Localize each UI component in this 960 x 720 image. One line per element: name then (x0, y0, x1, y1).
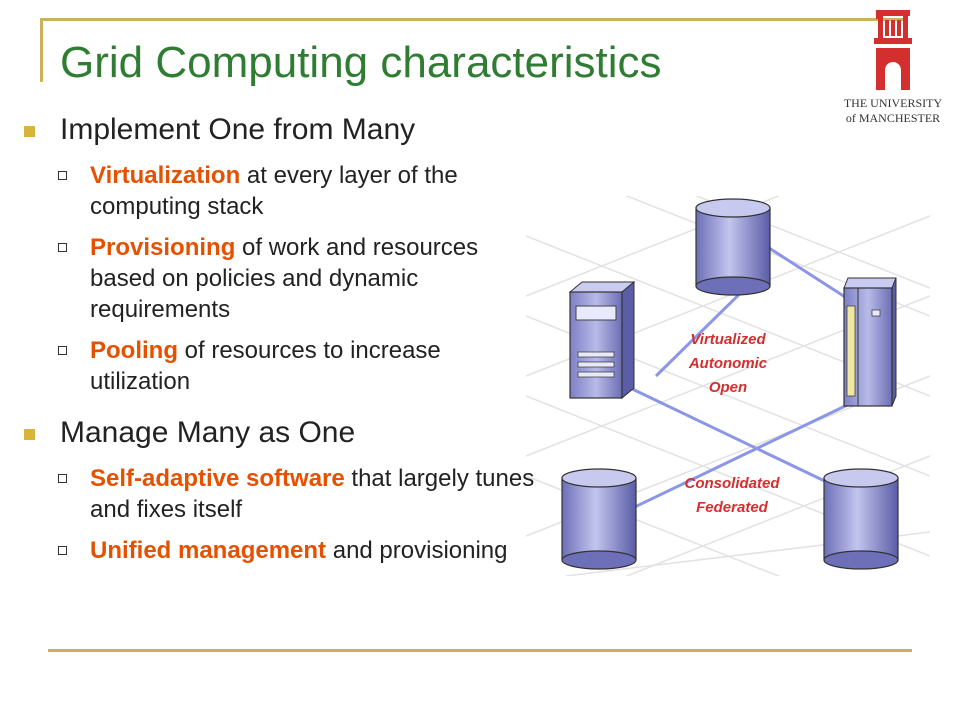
server-icon (568, 280, 636, 400)
label-open: Open (709, 379, 747, 396)
database-icon (823, 468, 899, 570)
logo-line-1: THE UNIVERSITY (844, 96, 943, 110)
frame-left-line (40, 18, 43, 82)
database-icon (561, 468, 637, 570)
bullet-list: Implement One from Many Virtualization a… (22, 112, 542, 576)
hollow-square-bullet-icon (58, 546, 67, 555)
sub-bullet: Virtualization at every layer of the com… (22, 160, 542, 222)
bullet-implement-one-from-many: Implement One from Many (22, 112, 542, 148)
square-bullet-icon (24, 126, 35, 137)
label-virtualized: Virtualized (690, 331, 766, 348)
storage-cabinet-icon (843, 277, 897, 407)
hollow-square-bullet-icon (58, 346, 67, 355)
square-bullet-icon (24, 429, 35, 440)
label-consolidated: Consolidated (684, 475, 780, 492)
sub-bullet: Pooling of resources to increase utiliza… (22, 335, 542, 397)
sub-bullet: Self-adaptive software that largely tune… (22, 463, 542, 525)
grid-diagram: Virtualized Autonomic Open Consolidated … (526, 196, 930, 576)
slide-title: Grid Computing characteristics (60, 38, 662, 87)
sub-bullet: Unified management and provisioning (22, 535, 542, 566)
sub-bullet: Provisioning of work and resources based… (22, 232, 542, 325)
hollow-square-bullet-icon (58, 474, 67, 483)
frame-bottom-line (48, 649, 912, 652)
logo-line-2: of MANCHESTER (846, 111, 940, 125)
database-icon (695, 198, 771, 296)
frame-top-line (40, 18, 908, 21)
label-federated: Federated (696, 499, 769, 516)
hollow-square-bullet-icon (58, 171, 67, 180)
university-logo: THE UNIVERSITY of MANCHESTER (844, 10, 943, 125)
bullet-manage-many-as-one: Manage Many as One (22, 415, 542, 451)
hollow-square-bullet-icon (58, 243, 67, 252)
label-autonomic: Autonomic (688, 355, 768, 372)
